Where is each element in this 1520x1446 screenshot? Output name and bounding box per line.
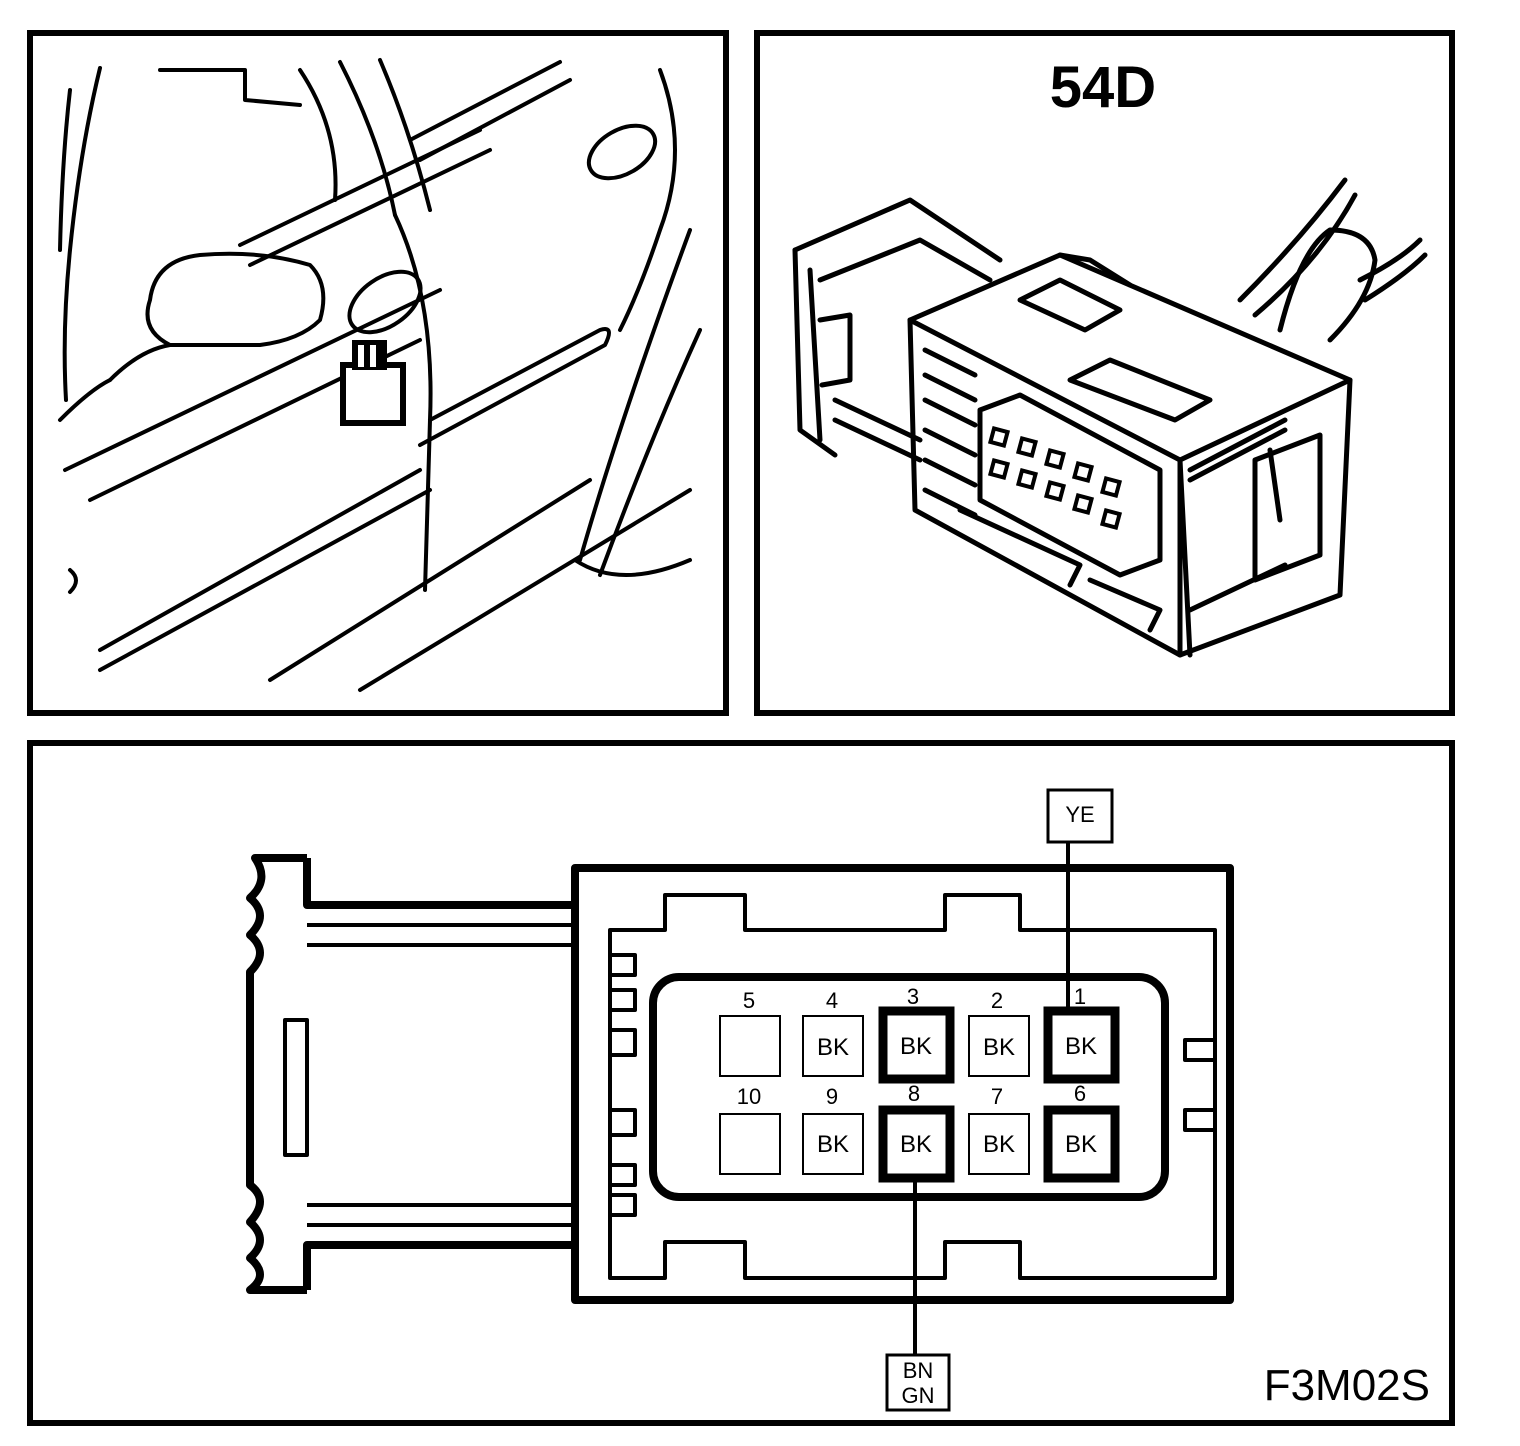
pin-4-color: BK [817,1034,849,1061]
pin-3-color: BK [900,1033,932,1060]
pin-5-number: 5 [743,988,755,1013]
pin-8-number: 8 [908,1081,920,1106]
pinout-panel: YE BN GN 5 4 BK 3 BK 2 BK 1 [27,740,1455,1426]
pin-3: 3 BK [878,984,955,1084]
pin-9-number: 9 [826,1084,838,1109]
wire-label-bottom: BN GN [885,1353,951,1412]
connector-3d-panel: 54D [754,30,1455,716]
pin-7: 7 BK [968,1084,1030,1175]
wire-label-top: YE [1046,788,1114,844]
pin-9: 9 BK [802,1084,864,1175]
pin-6: 6 BK [1043,1081,1120,1183]
connector-3d-illustration [792,177,1428,658]
pin-1-color: BK [1065,1033,1097,1060]
pin-cavities-3d [987,425,1123,531]
door-illustration-panel [27,30,729,716]
pin-4: 4 BK [802,988,864,1077]
pin-6-number: 6 [1074,1081,1086,1106]
figure-code: F3M02S [1264,1361,1430,1410]
pin-8: 8 BK [878,1081,955,1183]
wire-leader-lines [913,842,1070,1355]
pin-2-number: 2 [991,988,1003,1013]
pin-1-number: 1 [1074,984,1086,1009]
wire-label-bottom-line2: GN [902,1383,935,1408]
pin-10-number: 10 [737,1084,761,1109]
pin-2-color: BK [983,1034,1015,1061]
pin-7-color: BK [983,1131,1015,1158]
pin-4-number: 4 [826,988,838,1013]
pin-7-number: 7 [991,1084,1003,1109]
connector-in-door-icon [340,340,406,426]
pin-8-color: BK [900,1131,932,1158]
connector-face-outline [246,854,1234,1304]
pin-2: 2 BK [968,988,1030,1077]
pin-9-color: BK [817,1131,849,1158]
pin-10: 10 [719,1084,781,1175]
wire-label-top-text: YE [1065,802,1094,827]
pin-1: 1 BK [1043,984,1120,1084]
pin-5: 5 [719,988,781,1077]
connector-title: 54D [1050,55,1156,120]
pin-3-number: 3 [907,984,919,1009]
wire-label-bottom-line1: BN [903,1358,934,1383]
pin-6-color: BK [1065,1131,1097,1158]
